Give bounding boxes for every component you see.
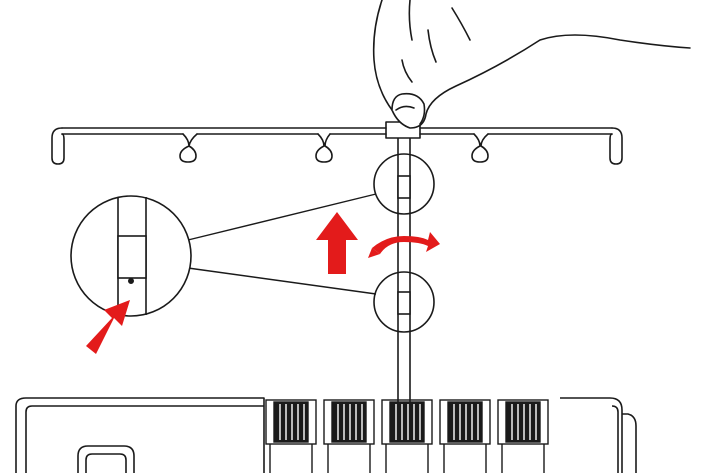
tension-dial-icon — [265, 399, 549, 473]
up-arrow-icon — [316, 212, 358, 274]
upper-joint-circle — [373, 153, 435, 215]
tension-dial-4 — [439, 399, 491, 473]
tension-dial-2 — [323, 399, 375, 473]
rotate-arrow-icon — [368, 232, 440, 258]
thread-guide-bar-icon — [51, 121, 623, 165]
lower-joint-circle — [373, 271, 435, 333]
pointer-arrow-icon — [86, 300, 130, 354]
tension-dial-5 — [497, 399, 549, 473]
serger-machine-icon — [15, 397, 637, 473]
detail-callout-icon — [70, 195, 192, 317]
tension-dial-3 — [381, 399, 433, 473]
hand-holding-rod-icon — [372, 0, 691, 129]
callout-leader-lines — [187, 193, 377, 295]
rod-base — [397, 396, 411, 402]
tension-dial-1 — [265, 399, 317, 473]
